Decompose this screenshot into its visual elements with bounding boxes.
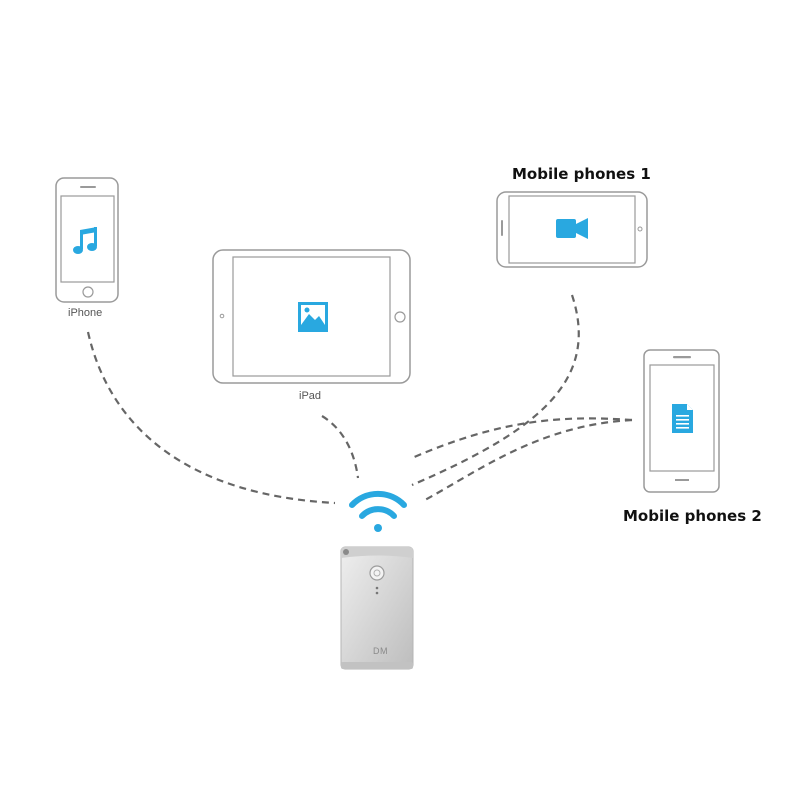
connectors xyxy=(86,294,633,505)
connector-phone2-lower xyxy=(424,418,633,501)
phone1-device xyxy=(496,191,648,268)
ipad-label: iPad xyxy=(299,390,322,402)
ipad-device xyxy=(212,249,411,384)
connector-ipad xyxy=(321,415,360,479)
iphone-device xyxy=(55,177,119,303)
video-camera-icon xyxy=(556,218,588,239)
hub-brand: DM xyxy=(373,646,388,656)
hub-device xyxy=(340,546,414,670)
document-icon xyxy=(672,404,693,433)
iphone-label: iPhone xyxy=(68,307,103,319)
image-icon xyxy=(298,302,328,332)
wifi-icon xyxy=(349,490,407,532)
connector-phone2 xyxy=(411,417,633,460)
connector-phone1 xyxy=(411,294,580,487)
phone2-device xyxy=(643,349,720,493)
phone1-label: Mobile phones 1 xyxy=(512,165,651,183)
phone2-label: Mobile phones 2 xyxy=(623,507,762,525)
connector-iphone xyxy=(86,331,336,505)
music-note-icon xyxy=(73,227,97,254)
